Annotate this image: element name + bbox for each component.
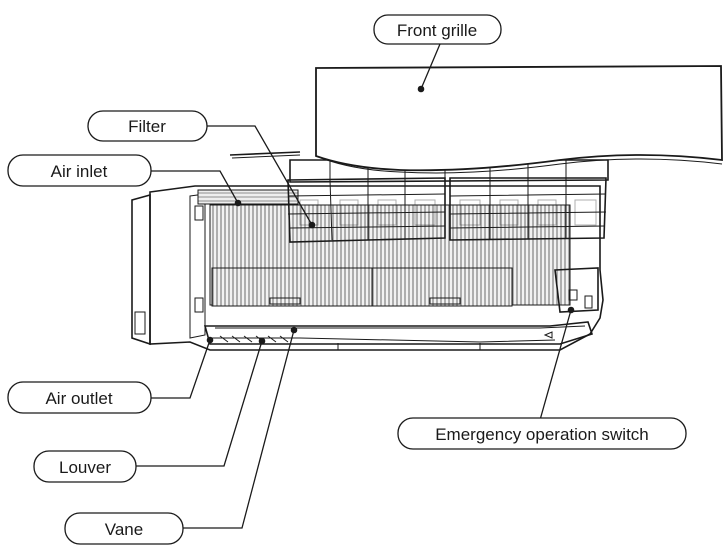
filter-label: Filter [128,117,166,136]
air-inlet-label: Air inlet [51,162,108,181]
callout-air-outlet: Air outlet [7,381,152,414]
emergency-operation-switch-label: Emergency operation switch [435,425,649,444]
louver-label: Louver [59,458,111,477]
callout-filter: Filter [87,110,208,142]
callout-emergency-operation-switch: Emergency operation switch [397,417,687,450]
callout-front-grille: Front grille [373,14,502,45]
front-grille-panel [315,65,723,174]
callout-vane: Vane [64,512,184,545]
vane-label: Vane [105,520,143,539]
louver-blades [219,335,289,343]
callout-air-inlet: Air inlet [7,154,152,187]
callout-louver: Louver [33,450,137,483]
indoor-unit-illustration [131,65,723,351]
air-outlet-label: Air outlet [45,389,112,408]
front-grille-label: Front grille [397,21,477,40]
leader-lines [131,43,575,529]
